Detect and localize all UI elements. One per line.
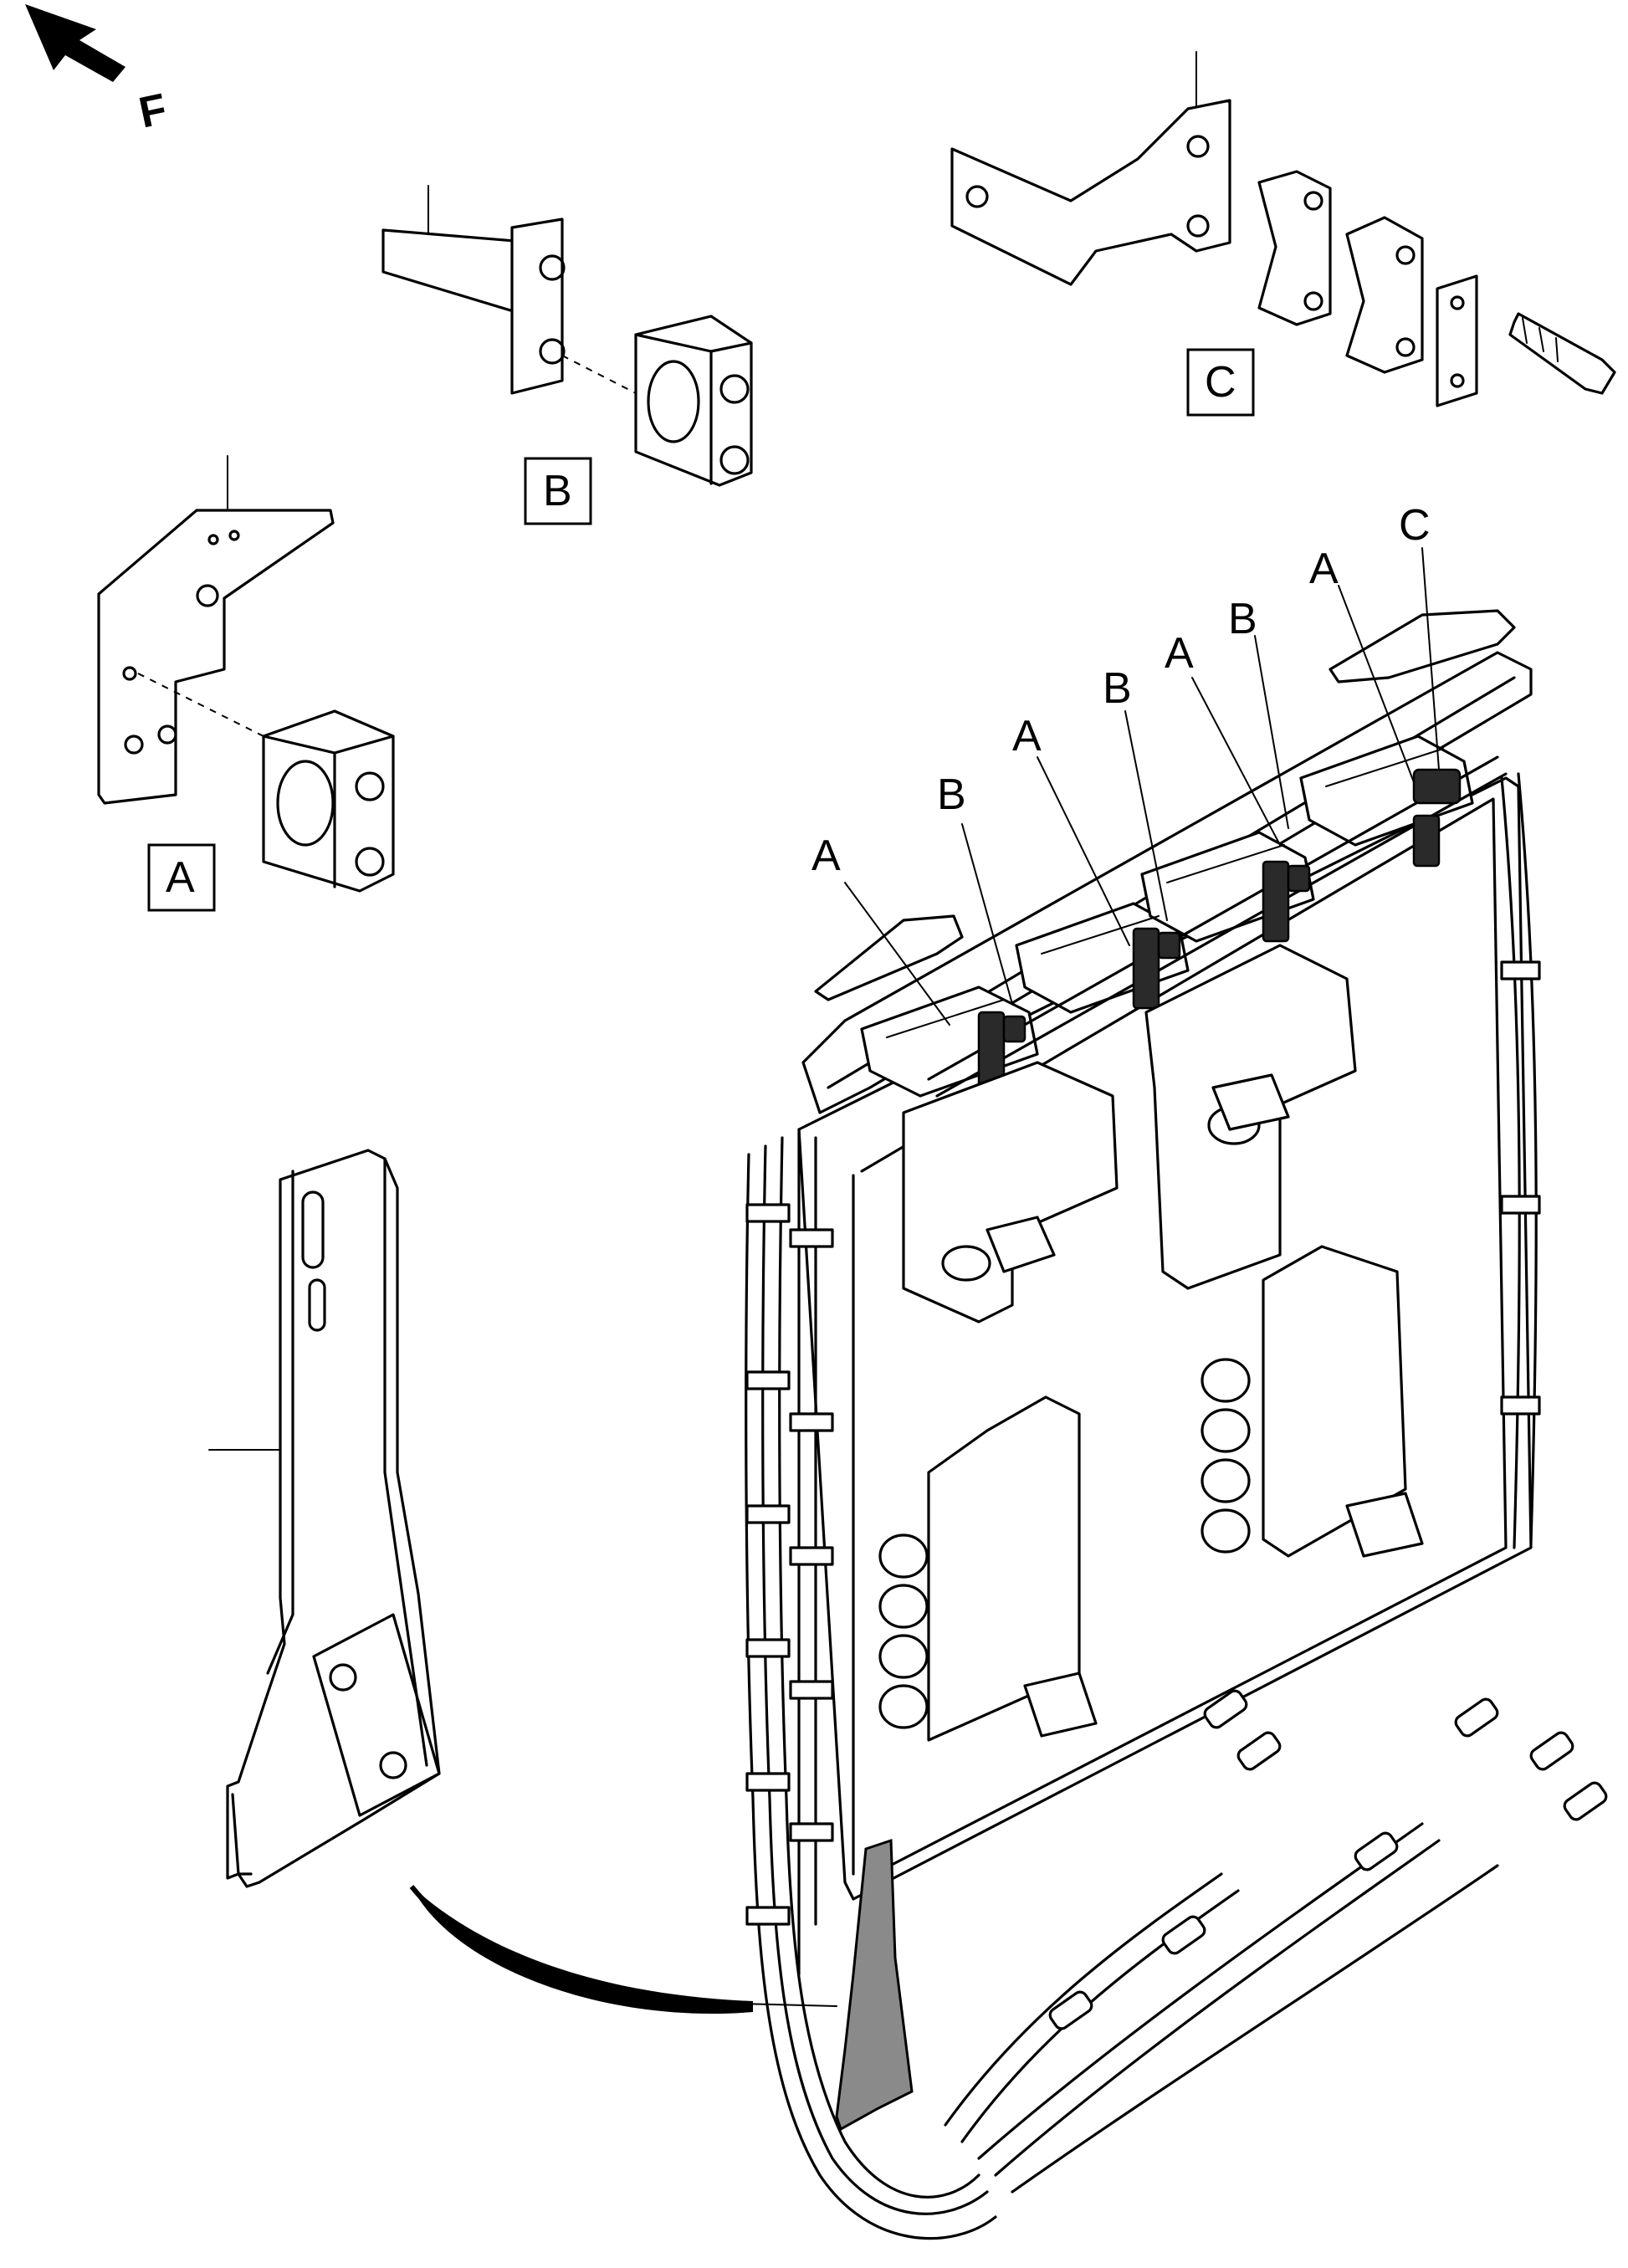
tube-clamps-dark bbox=[977, 768, 1462, 1093]
wiring-harness-connectors bbox=[944, 1689, 1608, 2194]
callout-label: B bbox=[937, 771, 966, 819]
detail-b-bracket-and-clamp: B bbox=[381, 185, 753, 525]
callout-label: A bbox=[1309, 545, 1339, 593]
cable-clips-left bbox=[745, 1203, 834, 1926]
detail-c-bracket-clamp-and-bolt: C bbox=[950, 51, 1616, 417]
detail-c-label-box bbox=[1186, 348, 1255, 417]
callout-label: A bbox=[1165, 629, 1194, 678]
detail-a-label-box bbox=[147, 843, 216, 912]
front-letter: F bbox=[135, 84, 171, 137]
mounting-bracket-large bbox=[208, 1149, 441, 1888]
callout-leaders bbox=[844, 547, 1440, 1026]
callout-label: A bbox=[811, 832, 841, 880]
callout-letters: A B A B A B A C bbox=[811, 501, 1431, 880]
detail-b-label: B bbox=[543, 467, 572, 515]
installed-bracket-shaded bbox=[835, 1838, 914, 2132]
detail-c-label: C bbox=[1205, 358, 1236, 407]
front-direction-indicator: F bbox=[25, 4, 171, 138]
callout-label: A bbox=[1012, 712, 1042, 760]
valve-panel-assembly bbox=[745, 609, 1608, 2240]
solenoid-coils-right bbox=[1201, 1358, 1251, 1554]
detail-b-label-box bbox=[524, 457, 592, 525]
callout-label: B bbox=[1103, 664, 1132, 713]
front-arrow-icon bbox=[25, 4, 125, 82]
callout-label: B bbox=[1228, 595, 1257, 643]
callout-label: C bbox=[1399, 501, 1431, 550]
lower-valve-blocks bbox=[878, 1245, 1424, 1742]
detail-a-label: A bbox=[166, 853, 195, 902]
detail-a-bracket-and-clamp: A bbox=[97, 455, 395, 912]
solenoid-coils-left bbox=[878, 1533, 929, 1729]
upper-valve-bodies bbox=[902, 944, 1357, 1323]
installation-arrow bbox=[409, 1885, 837, 2015]
